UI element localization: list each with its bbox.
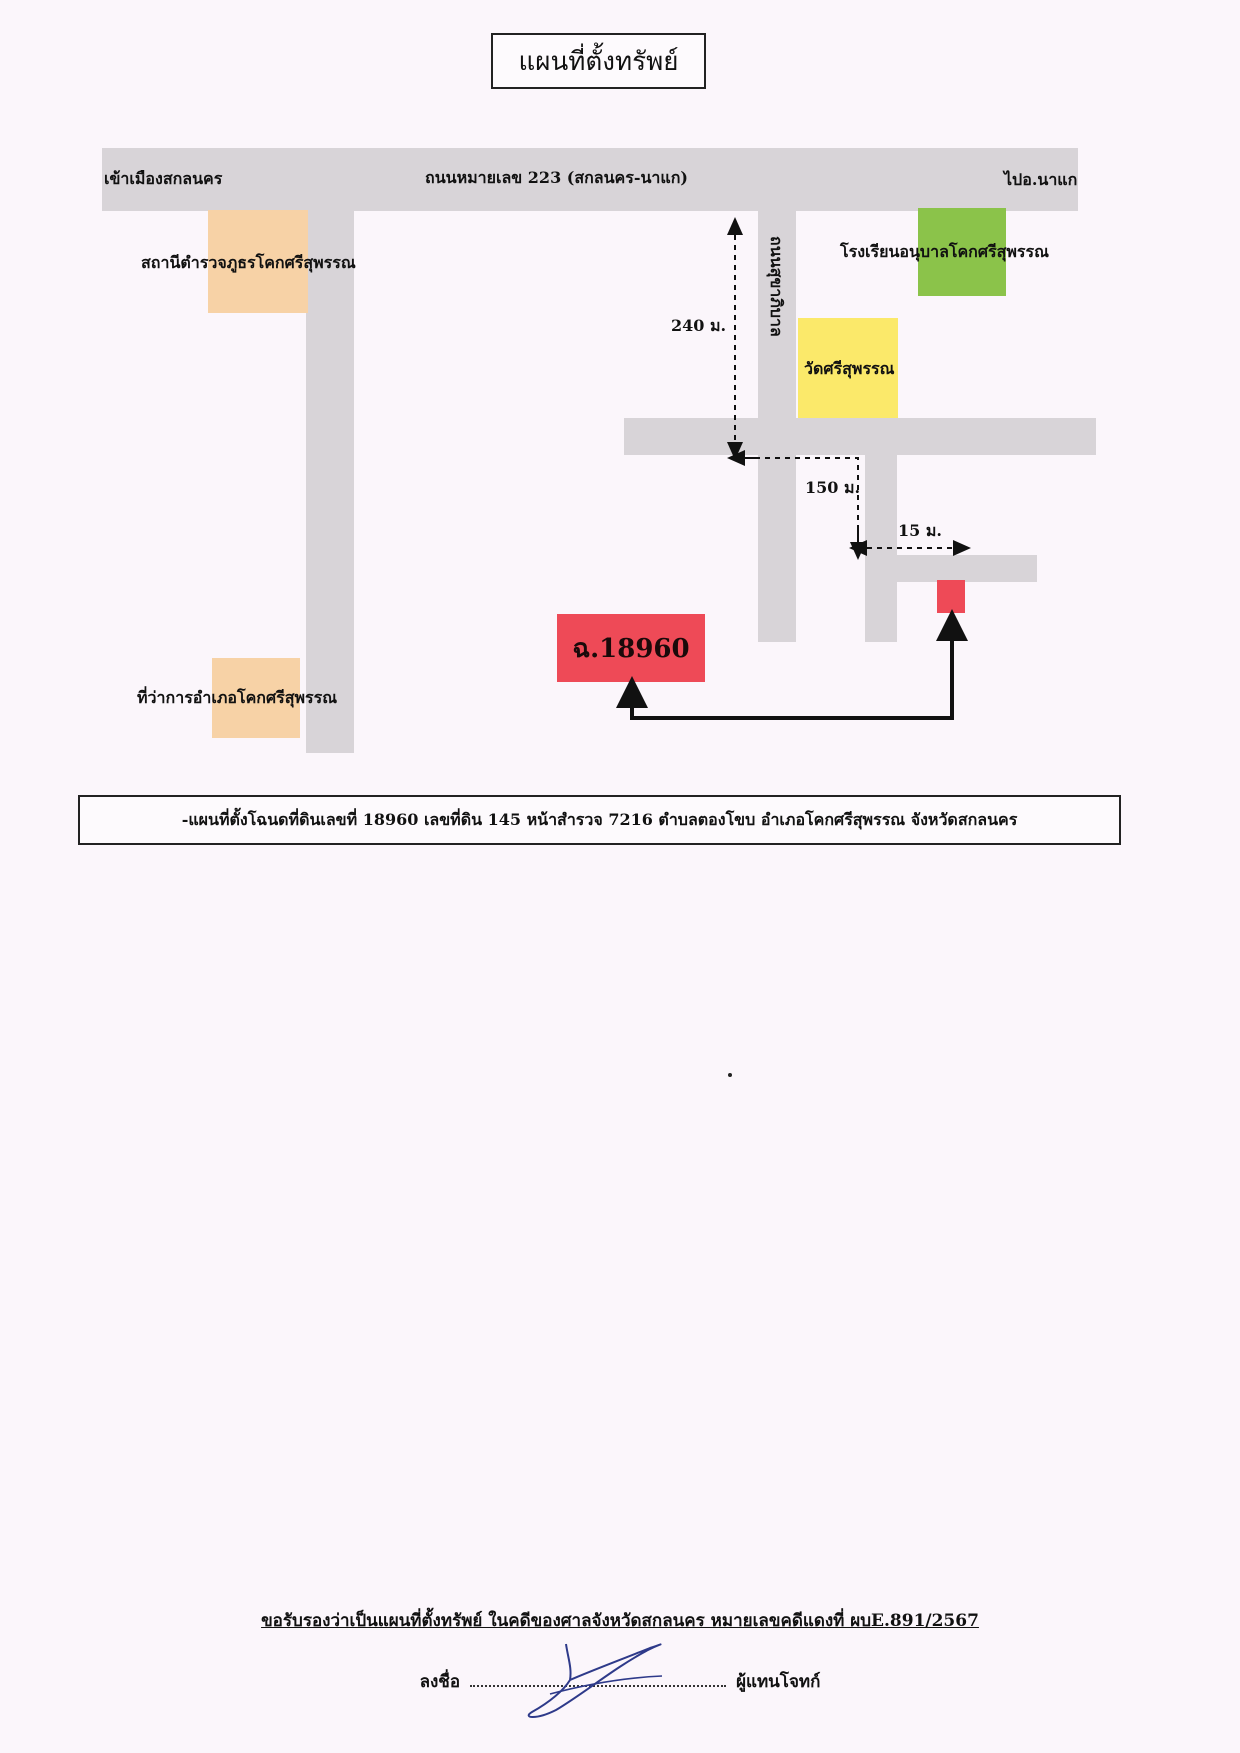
cross-road xyxy=(624,418,1096,455)
police-station-block xyxy=(208,210,308,313)
signature-prefix: ลงชื่อ xyxy=(419,1672,461,1692)
main-road xyxy=(102,148,1078,211)
page-title: แผนที่ตั้งทรัพย์ xyxy=(491,33,706,89)
plot-marker xyxy=(937,580,965,613)
police-station-label: สถานีตำรวจภูธรโคกศรีสุพรรณ xyxy=(141,253,356,272)
distance-150-line xyxy=(735,457,859,546)
branch-road-horizontal xyxy=(865,555,1037,582)
certification-text: ขอรับรองว่าเป็นแผนที่ตั้งทรัพย์ ในคดีของ… xyxy=(261,1611,979,1631)
signature-line: ลงชื่อ ผู้แทนโจทก์ xyxy=(0,1668,1240,1695)
deed-info-box: -แผนที่ตั้งโฉนดที่ดินเลขที่ 18960 เลขที่… xyxy=(78,795,1121,845)
kindergarten-block xyxy=(918,208,1006,296)
distance-240-label: 240 ม. xyxy=(671,316,727,335)
distance-150-label: 150 ม. xyxy=(805,478,861,497)
location-map: ถนนหมายเลข 223 (สกลนคร-นาแก) เข้าเมืองสก… xyxy=(0,0,1240,780)
distance-15-label: 15 ม. xyxy=(898,521,942,540)
signature-suffix: ผู้แทนโจทก์ xyxy=(736,1672,821,1692)
side-road-label: ถนนสุขาภิบาล xyxy=(767,236,786,337)
district-office-block xyxy=(212,658,300,738)
left-vertical-road xyxy=(306,200,354,753)
handwritten-signature xyxy=(527,1643,663,1718)
plot-route-arrow xyxy=(616,609,968,720)
right-end-label: ไปอ.นาแก xyxy=(1004,170,1078,189)
map-annotations xyxy=(616,217,971,720)
left-end-label: เข้าเมืองสกลนคร xyxy=(104,169,223,188)
temple-label: วัดศรีสุพรรณ xyxy=(804,359,895,378)
signature-dots xyxy=(470,1684,727,1687)
temple-block xyxy=(798,318,898,418)
stray-dot xyxy=(728,1073,732,1077)
kindergarten-label: โรงเรียนอนุบาลโคกศรีสุพรรณ xyxy=(840,242,1049,261)
district-office-label: ที่ว่าการอำเภอโคกศรีสุพรรณ xyxy=(137,688,338,707)
main-road-label: ถนนหมายเลข 223 (สกลนคร-นาแก) xyxy=(425,168,688,187)
